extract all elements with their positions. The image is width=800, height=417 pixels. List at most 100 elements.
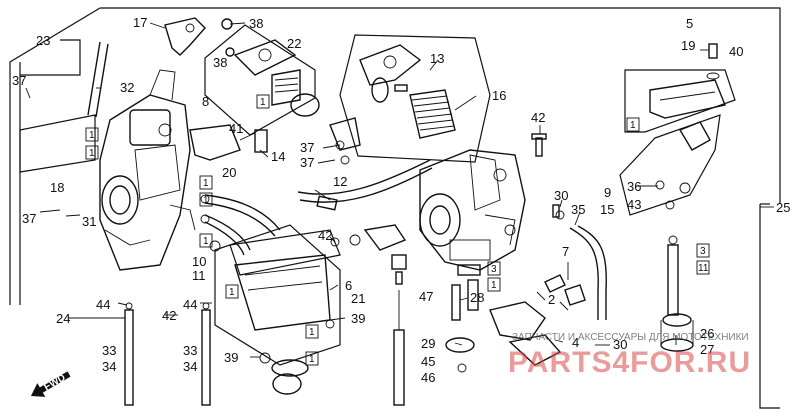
label-4: 4: [572, 335, 579, 350]
float-bowl: [234, 254, 335, 395]
label-44b: 44: [183, 297, 197, 312]
label-30a: 30: [554, 188, 568, 203]
label-39a: 39: [351, 311, 365, 326]
vacuum-chamber-parts: [221, 18, 320, 117]
label-34a: 34: [102, 359, 116, 374]
label-12: 12: [333, 174, 347, 189]
svg-text:1: 1: [309, 354, 315, 365]
label-19: 19: [681, 38, 695, 53]
leader-lines: [25, 22, 774, 358]
right-carburetor: [419, 149, 526, 271]
drain-tube-center: [201, 302, 211, 406]
left-carburetor: [99, 69, 196, 271]
label-41: 41: [229, 121, 243, 136]
svg-text:1: 1: [203, 178, 209, 189]
screw-30: [552, 204, 560, 218]
overflow-tube: [555, 210, 607, 320]
label-13: 13: [430, 51, 444, 66]
label-37b: 37: [300, 140, 314, 155]
label-30b: 30: [613, 337, 627, 352]
svg-text:1: 1: [229, 287, 235, 298]
label-6: 6: [345, 278, 352, 293]
svg-text:3: 3: [700, 246, 706, 257]
watermark: ЗАПЧАСТИ И АКСЕССУАРЫ ДЛЯ МОТОТЕХНИКИ PA…: [508, 332, 751, 379]
label-47: 47: [419, 289, 433, 304]
label-15: 15: [600, 202, 614, 217]
bracket-plate: [489, 301, 562, 366]
label-40: 40: [729, 44, 743, 59]
svg-text:1: 1: [89, 130, 95, 141]
label-25: 25: [776, 200, 790, 215]
svg-text:3: 3: [491, 264, 497, 275]
label-17: 17: [133, 15, 147, 30]
label-11: 11: [192, 268, 206, 283]
label-36: 36: [627, 179, 641, 194]
group-boxes: [19, 24, 736, 366]
svg-text:1: 1: [203, 236, 209, 247]
svg-text:1: 1: [630, 120, 636, 131]
throttle-cable: [297, 159, 433, 211]
watermark-big-text: PARTS4FOR.RU: [508, 346, 751, 379]
label-39b: 39: [224, 350, 238, 365]
throttle-valve-spring: [359, 44, 456, 139]
fwd-label: FWD: [42, 372, 67, 393]
choke-lever: [164, 17, 206, 56]
label-34b: 34: [183, 359, 197, 374]
adjust-springs: [536, 274, 586, 311]
label-43: 43: [627, 197, 641, 212]
label-9: 9: [604, 185, 611, 200]
label-42a: 42: [531, 110, 545, 125]
label-45: 45: [421, 354, 435, 369]
label-22: 22: [287, 36, 301, 51]
label-44a: 44: [96, 297, 110, 312]
label-27: 27: [700, 342, 714, 357]
label-2: 2: [548, 292, 555, 307]
label-35: 35: [571, 202, 585, 217]
fuel-tube-right: [660, 235, 694, 352]
label-21: 21: [351, 291, 365, 306]
label-37c: 37: [300, 155, 314, 170]
svg-text:1: 1: [203, 195, 209, 206]
label-38a: 38: [249, 16, 263, 31]
label-31: 31: [82, 214, 96, 229]
part-labels: 23 17 38 22 38 37 32 8 13 16 5 19 40 42 …: [12, 15, 790, 385]
svg-text:1: 1: [309, 327, 315, 338]
svg-text:11: 11: [698, 263, 709, 274]
label-20: 20: [222, 165, 236, 180]
screw-42: [531, 133, 547, 157]
boxed-markers: 1 1 1 1 1 1 1 1 1 1 3 1 3 11: [85, 94, 710, 366]
label-24: 24: [56, 311, 70, 326]
label-16: 16: [492, 88, 506, 103]
label-33a: 33: [102, 343, 116, 358]
frame-lines: [9, 7, 781, 409]
linkage-parts: [189, 117, 361, 165]
label-29: 29: [421, 336, 435, 351]
label-42b: 42: [318, 228, 332, 243]
vent-tube: [87, 41, 109, 118]
jet-needle-assembly: [330, 224, 407, 406]
drain-tube-left: [124, 302, 134, 406]
label-23: 23: [36, 33, 50, 48]
watermark-small-text: ЗАПЧАСТИ И АКСЕССУАРЫ ДЛЯ МОТОТЕХНИКИ: [512, 332, 749, 343]
fwd-arrow: FWD: [30, 371, 71, 397]
top-cover: [649, 43, 726, 210]
label-14: 14: [271, 149, 285, 164]
label-32: 32: [120, 80, 134, 95]
label-7: 7: [562, 244, 569, 259]
label-46: 46: [421, 370, 435, 385]
label-10: 10: [192, 254, 206, 269]
label-26: 26: [700, 326, 714, 341]
connecting-tubes: [200, 194, 281, 256]
label-42c: 42: [162, 308, 176, 323]
label-5: 5: [686, 16, 693, 31]
label-38b: 38: [213, 55, 227, 70]
svg-text:1: 1: [260, 97, 266, 108]
label-33b: 33: [183, 343, 197, 358]
label-8: 8: [202, 94, 209, 109]
pilot-screw-parts: [445, 264, 481, 373]
svg-text:1: 1: [491, 280, 497, 291]
label-18: 18: [50, 180, 64, 195]
label-37d: 37: [22, 211, 36, 226]
label-28: 28: [470, 290, 484, 305]
